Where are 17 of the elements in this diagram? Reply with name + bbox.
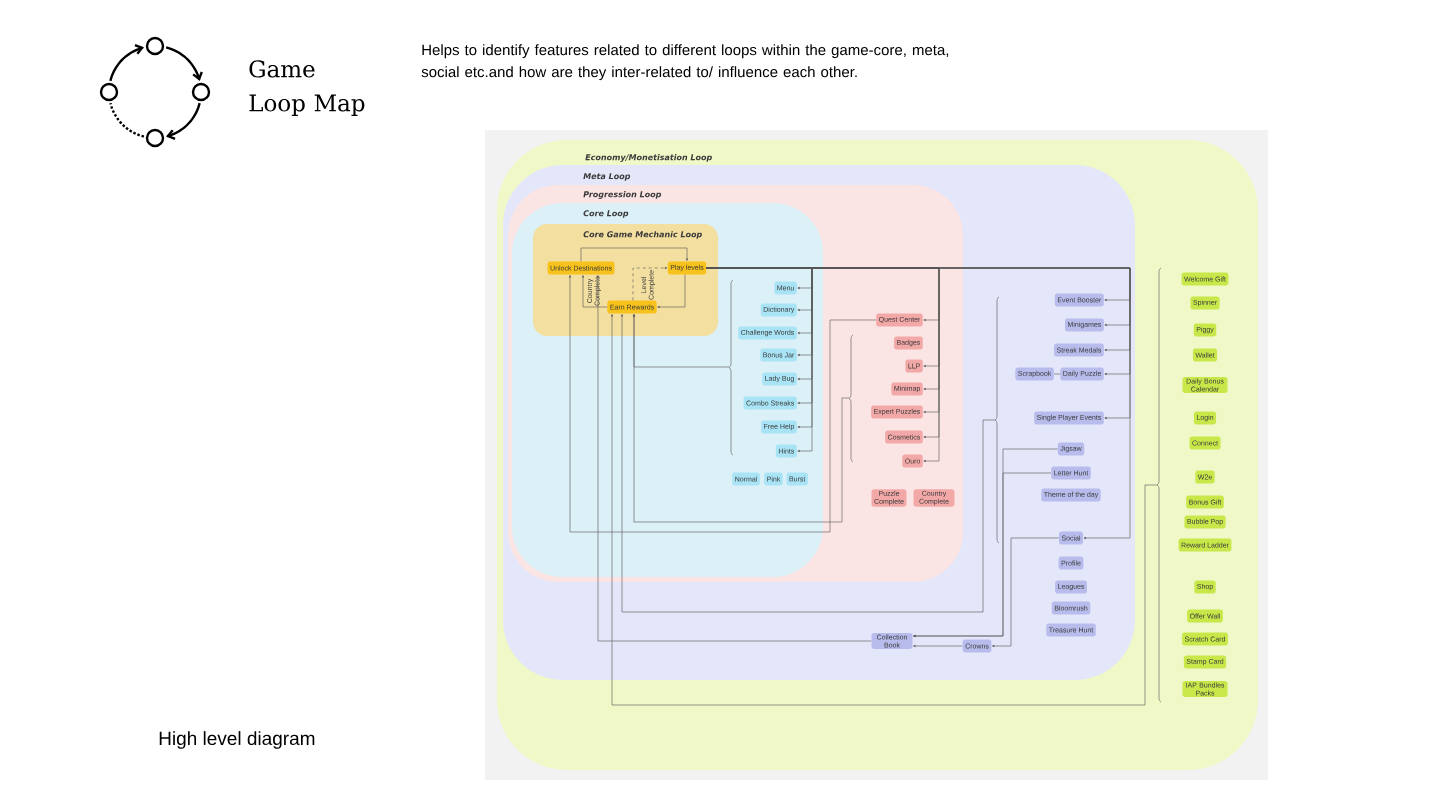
arrow	[632, 266, 668, 301]
title: Game Loop Map	[249, 60, 365, 117]
arrow	[992, 537, 1060, 648]
description: Helps to identify features related to different loops within the game-core, meta, social etc.and how are they inter-related to/ influence each other.	[421, 44, 949, 81]
arrow	[913, 644, 963, 648]
arrow	[706, 267, 1131, 540]
connector-line	[1053, 373, 1061, 375]
arrow	[581, 275, 608, 308]
arrow	[632, 314, 850, 523]
arrow	[657, 274, 686, 309]
subtitle: High level diagram	[159, 731, 315, 749]
arrow	[568, 275, 877, 533]
arrow	[580, 247, 689, 262]
arrow	[620, 314, 996, 613]
arrow	[596, 275, 872, 642]
arrow	[913, 472, 1052, 638]
arrow	[610, 314, 1158, 706]
